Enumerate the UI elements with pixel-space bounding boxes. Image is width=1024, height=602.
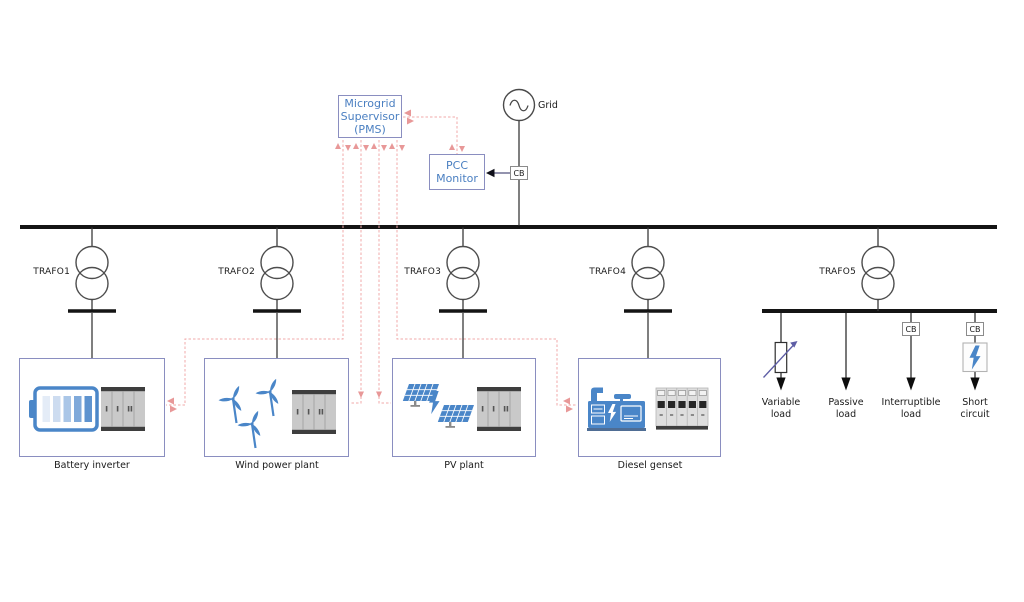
pcc-monitor-node: PCC Monitor	[429, 154, 485, 190]
wind-power-plant-node	[204, 358, 349, 457]
passive-load-branch	[841, 313, 851, 391]
cb-to-pcc-arrow	[486, 168, 510, 178]
interruptible-load-label-line2: load	[900, 408, 922, 420]
transformer-trafo1	[68, 227, 116, 359]
battery-inverter-node	[19, 358, 165, 457]
transformer-trafo4	[624, 227, 672, 359]
pcc-label-line2: Monitor	[436, 172, 478, 185]
diesel-genset-node	[578, 358, 721, 457]
grid-source-icon	[502, 88, 536, 226]
pv-plant-node	[392, 358, 536, 457]
load-arrow-icon	[906, 377, 916, 391]
variable-load-label: Variable load	[741, 397, 821, 420]
interruptible-load-circuit-breaker: CB	[902, 322, 920, 336]
load-arrow-icon	[970, 377, 980, 391]
wind-power-plant-label: Wind power plant	[235, 460, 319, 471]
battery-icon	[29, 386, 99, 432]
short-circuit-label: Short circuit	[935, 397, 1015, 420]
transformer-trafo3	[439, 227, 487, 359]
switchgear-icon	[655, 387, 709, 430]
battery-inverter-label: Battery inverter	[54, 460, 130, 471]
trafo5-label: TRAFO5	[819, 267, 856, 277]
interruptible-load-label: Interruptible load	[871, 397, 951, 420]
transformer-trafo2	[253, 227, 301, 359]
variable-load-branch	[763, 313, 798, 391]
grid-label: Grid	[538, 100, 558, 111]
interruptible-load-branch	[906, 313, 916, 391]
comm-link-pcc	[403, 116, 458, 154]
short-circuit-bolt-icon	[962, 342, 988, 373]
load-arrow-icon	[776, 377, 786, 391]
comm-link-diesel	[396, 140, 577, 406]
pv-plant-label: PV plant	[444, 460, 484, 471]
diesel-genset-label: Diesel genset	[617, 460, 683, 471]
variable-load-label-line2: load	[770, 408, 792, 420]
comm-link-wind	[350, 140, 362, 404]
comm-link-arrows	[167, 109, 573, 413]
variable-resistor-icon	[763, 341, 798, 378]
supervisor-label-line1: Microgrid	[344, 97, 396, 110]
pcc-label-line1: PCC	[446, 159, 468, 172]
short-circuit-circuit-breaker: CB	[966, 322, 984, 336]
supervisor-label-line3: (PMS)	[354, 123, 386, 136]
short-circuit-label-line1: Short	[962, 397, 988, 408]
supervisor-label-line2: Supervisor	[340, 110, 400, 123]
variable-load-label-line1: Variable	[761, 397, 801, 408]
diesel-generator-icon	[587, 387, 646, 431]
comm-link-battery	[166, 140, 344, 406]
passive-load-label: Passive load	[806, 397, 886, 420]
grid-circuit-breaker: CB	[510, 166, 528, 180]
microgrid-supervisor-node: Microgrid Supervisor (PMS)	[338, 95, 402, 138]
interruptible-load-label-line1: Interruptible	[881, 397, 941, 408]
trafo4-label: TRAFO4	[589, 267, 626, 277]
trafo3-label: TRAFO3	[404, 267, 441, 277]
passive-load-label-line1: Passive	[828, 397, 864, 408]
trafo2-label: TRAFO2	[218, 267, 255, 277]
comm-links	[166, 116, 577, 406]
comm-link-pv	[378, 140, 391, 404]
transformer-trafo5	[861, 227, 895, 311]
trafo1-label: TRAFO1	[33, 267, 70, 277]
passive-load-label-line2: load	[835, 408, 857, 420]
short-circuit-label-line2: circuit	[960, 408, 990, 420]
short-circuit-branch	[962, 313, 988, 391]
load-arrow-icon	[841, 377, 851, 391]
